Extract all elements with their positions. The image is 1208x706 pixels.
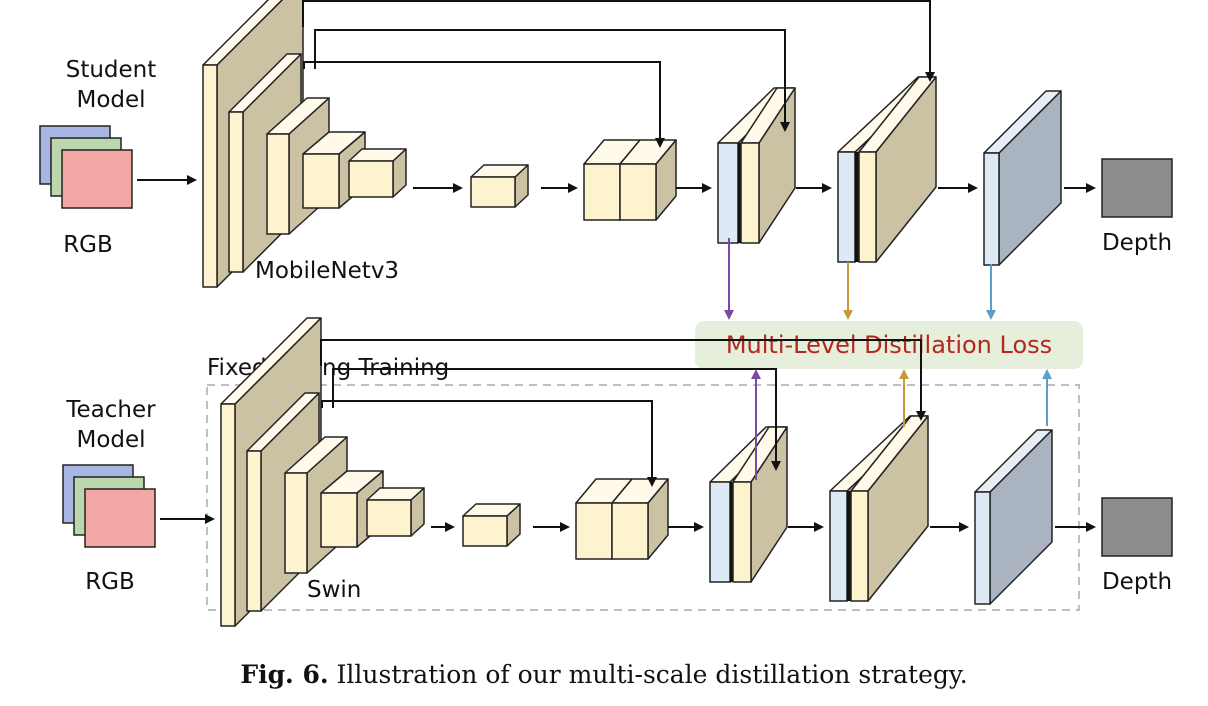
teacher-dec2-feature [732,426,788,583]
student-dec4-front [983,152,1000,266]
teacher-enc-layer5-front [366,499,412,537]
teacher-enc-layer5 [366,487,425,537]
caption-text: Illustration of our multi-scale distilla… [336,660,968,689]
student-skip-connection-1 [302,0,935,82]
student-dec3-feature-front [858,151,877,263]
teacher-dec3-blue-front [829,490,848,602]
student-dec1-a-front [583,163,621,221]
student-depth-label: Depth [1102,230,1172,256]
student-encoder-label: MobileNetv3 [255,258,399,284]
student-dec2-divider [738,143,741,243]
teacher-dec4-front [974,491,991,605]
student-enc-layer1-front [202,64,218,288]
teacher-rgb-red-sheet [84,488,156,548]
student-rgb-red-sheet [61,149,133,209]
teacher-dec1-b-front [611,502,649,560]
distillation-diagram: Student Model RGB MobileNetv3 Depth Fixe… [39,0,1173,627]
teacher-encoder-label: Swin [307,577,361,603]
student-title-line2: Model [76,87,145,113]
student-enc-layer5 [348,148,407,198]
loss-label: Multi-Level Distillation Loss [726,331,1052,359]
teacher-enc-layer3-front [284,472,308,574]
student-dec2-feature [740,87,796,244]
student-dec3-divider [855,152,859,262]
student-skip-connection-2 [314,29,790,132]
teacher-dec2-blue-front [709,481,731,583]
teacher-dec1-b [611,478,669,560]
student-rgb-label: RGB [63,232,113,258]
student-enc-layer3-front [266,133,290,235]
teacher-dec2-feature-front [732,481,752,583]
student-skip-connection-3 [303,61,665,148]
teacher-bottleneck [462,503,521,547]
teacher-dec1-a-front [575,502,613,560]
fixed-during-training-frame [206,384,1080,611]
teacher-title-line2: Model [76,427,145,453]
teacher-title-line1: Teacher [65,397,156,423]
student-dec3-blue-front [837,151,856,263]
student-enc-layer2-front [228,111,244,273]
teacher-dec3-feature-front [850,490,869,602]
teacher-enc-layer4-front [320,492,358,548]
teacher-skip-connection-3 [321,400,657,487]
teacher-dec2-divider [730,482,733,582]
teacher-depth-label: Depth [1102,569,1172,595]
teacher-dec3-feature [850,415,929,602]
teacher-enc-layer1-front [220,403,236,627]
student-depth-output [1101,158,1173,218]
figure-caption: Fig. 6. Illustration of our multi-scale … [0,660,1208,689]
student-title-line1: Student [66,57,157,83]
teacher-bottleneck-front [462,515,508,547]
student-dec3-feature [858,76,937,263]
student-bottleneck [470,164,529,208]
teacher-rgb-label: RGB [85,569,135,595]
student-enc-layer5-front [348,160,394,198]
student-dec2-feature-front [740,142,760,244]
student-dec4 [983,90,1062,266]
teacher-enc-layer2-front [246,450,262,612]
teacher-skip-connection-1 [320,339,926,421]
student-bottleneck-front [470,176,516,208]
loss-box [695,321,1083,369]
teacher-depth-output [1101,497,1173,557]
teacher-dec3-divider [847,491,851,601]
teacher-dec4 [974,429,1053,605]
student-dec1-b-front [619,163,657,221]
student-enc-layer4-front [302,153,340,209]
student-dec1-b [619,139,677,221]
student-dec2-blue-front [717,142,739,244]
teacher-skip-connection-2 [332,368,781,471]
caption-prefix: Fig. 6. [240,660,329,689]
